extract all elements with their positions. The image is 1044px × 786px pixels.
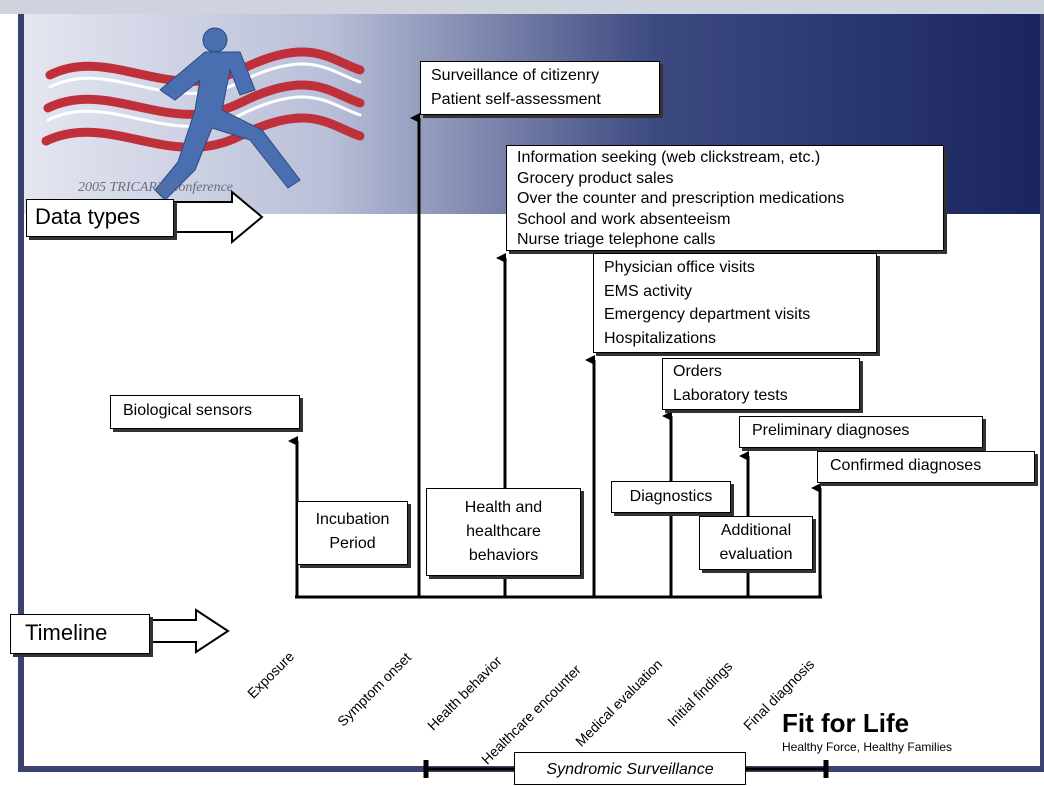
health-behaviors-line-1: Health and <box>464 499 543 516</box>
surveillance-box: Surveillance of citizenry Patient self-a… <box>420 61 660 115</box>
data-types-arrow <box>171 189 264 245</box>
diagnostics-box: Diagnostics <box>611 481 731 513</box>
frame-border-right <box>1040 14 1044 772</box>
incubation-period-box: Incubation Period <box>297 501 408 565</box>
running-figure-icon <box>154 27 301 201</box>
physician-box: Physician office visits EMS activity Eme… <box>593 253 877 353</box>
information-box: Information seeking (web clickstream, et… <box>506 145 944 251</box>
information-line-3: Over the counter and prescription medica… <box>517 190 845 207</box>
surveillance-line-2: Patient self-assessment <box>431 91 601 108</box>
orders-line-2: Laboratory tests <box>673 387 788 404</box>
data-types-label: Data types <box>26 199 174 237</box>
frame-border-left <box>18 14 24 772</box>
health-behaviors-box: Health and healthcare behaviors <box>426 488 581 576</box>
health-behaviors-line-3: behaviors <box>468 547 539 564</box>
additional-evaluation-box: Additional evaluation <box>699 516 813 570</box>
information-line-1: Information seeking (web clickstream, et… <box>517 149 821 166</box>
physician-line-1: Physician office visits <box>604 259 755 276</box>
information-line-5: Nurse triage telephone calls <box>517 231 716 248</box>
additional-line-1: Additional <box>720 522 792 539</box>
fit-for-life-subtitle: Healthy Force, Healthy Families <box>782 740 953 754</box>
physician-line-3: Emergency department visits <box>604 306 811 323</box>
timeline-label: Timeline <box>10 614 150 654</box>
biological-sensors-box: Biological sensors <box>110 395 300 429</box>
health-behaviors-line-2: healthcare <box>466 523 541 540</box>
timeline-arrow <box>149 608 230 654</box>
confirmed-diagnoses-box: Confirmed diagnoses <box>817 451 1035 483</box>
preliminary-diagnoses-box: Preliminary diagnoses <box>739 416 983 448</box>
conference-label: 2005 TRICARE Conference <box>78 180 234 195</box>
orders-box: Orders Laboratory tests <box>662 358 860 410</box>
incubation-line-2: Period <box>329 535 376 552</box>
syndromic-surveillance-label: Syndromic Surveillance <box>514 752 746 785</box>
surveillance-line-1: Surveillance of citizenry <box>431 67 600 84</box>
physician-line-4: Hospitalizations <box>604 329 717 347</box>
orders-line-1: Orders <box>673 363 722 380</box>
fit-for-life-title: Fit for Life <box>782 708 910 738</box>
banner-top-strip <box>0 0 1044 14</box>
incubation-line-1: Incubation <box>315 511 390 528</box>
additional-line-2: evaluation <box>719 546 793 563</box>
information-line-4: School and work absenteeism <box>517 210 731 228</box>
physician-line-2: EMS activity <box>604 282 693 300</box>
information-line-2: Grocery product sales <box>517 169 674 187</box>
